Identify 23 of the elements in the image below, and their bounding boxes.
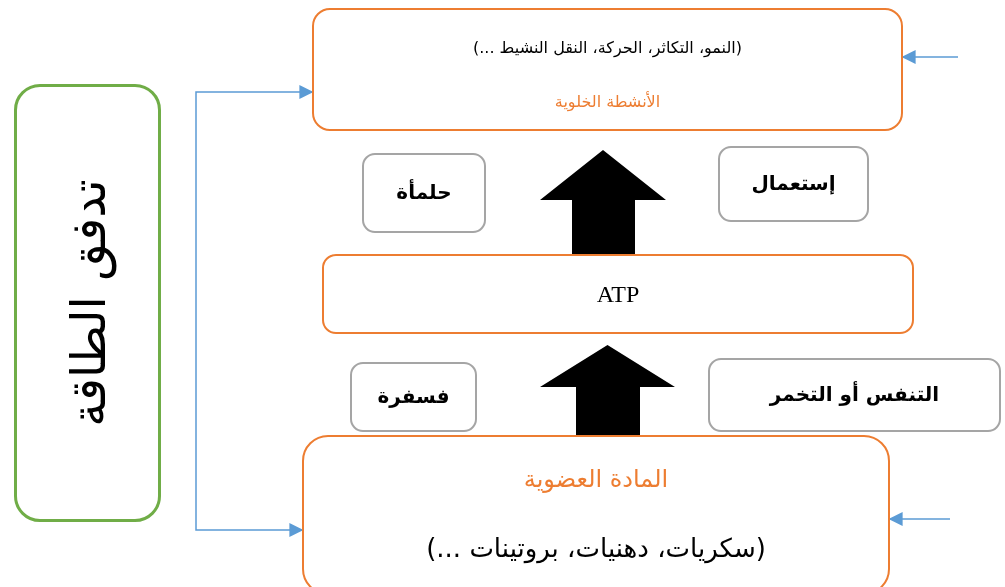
arrow [888,512,951,526]
step-label: إستعمال [751,171,836,195]
arrow [901,50,959,64]
process-box [312,8,903,131]
box-text: (النمو، التكاثر، الحركة، النقل النشيط ...) [473,38,742,58]
label-box [350,362,477,432]
process-box [322,254,914,334]
step-label: فسفرة [377,384,450,408]
block-arrow [540,345,675,435]
box-heading: المادة العضوية [523,464,669,494]
step-label: التنفس أو التخمر [769,382,940,406]
block-arrow [540,150,666,254]
title-box [14,84,161,522]
vertical-title: تدفق الطاقة [59,179,116,427]
step-label: حلمأة [396,180,452,204]
label-box [718,146,869,222]
box-text: (سكريات، دهنيات، بروتينات ...) [426,533,766,565]
box-text: ATP [596,279,640,309]
bracket-arrow [195,85,314,537]
box-heading: الأنشطة الخلوية [554,92,661,112]
label-box [362,153,486,233]
label-box [708,358,1001,432]
process-box [302,435,890,587]
